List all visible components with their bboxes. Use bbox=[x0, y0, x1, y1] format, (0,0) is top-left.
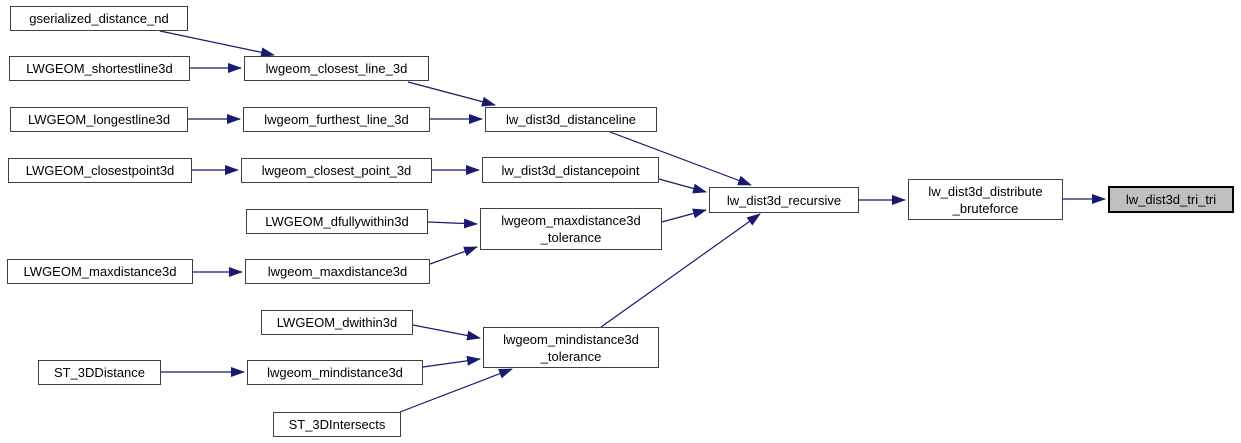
node-lwgeom-closest-line-3d[interactable]: lwgeom_closest_line_3d bbox=[244, 56, 429, 81]
node-lw-dist3d-tri-tri[interactable]: lw_dist3d_tri_tri bbox=[1108, 186, 1234, 213]
node-lwgeom-dfullywithin3d[interactable]: LWGEOM_dfullywithin3d bbox=[246, 209, 428, 234]
edge-lwgeom_mindistance3d-to-lwgeom_mindistance3d_tolerance bbox=[422, 355, 481, 368]
node-lw-dist3d-distancepoint[interactable]: lw_dist3d_distancepoint bbox=[482, 157, 659, 183]
edge-lwgeom_closest_line_3d-to-lw_dist3d_distanceline bbox=[407, 81, 496, 107]
node-lwgeom-dwithin3d[interactable]: LWGEOM_dwithin3d bbox=[261, 310, 413, 335]
edge-lw_dist3d_distanceline-to-lw_dist3d_recursive bbox=[609, 131, 752, 186]
node-lwgeom-mindistance3d[interactable]: lwgeom_mindistance3d bbox=[247, 360, 423, 385]
node-lwgeom-longestline3d[interactable]: LWGEOM_longestline3d bbox=[10, 107, 188, 132]
node-st-3ddistance[interactable]: ST_3DDistance bbox=[38, 360, 161, 385]
edge-lwgeom_maxdistance3d_tolerance-to-lw_dist3d_recursive bbox=[661, 208, 707, 223]
node-lw-dist3d-recursive[interactable]: lw_dist3d_recursive bbox=[709, 187, 859, 213]
node-lwgeom-shortestline3d[interactable]: LWGEOM_shortestline3d bbox=[9, 56, 190, 81]
node-lw-dist3d-distribute-bruteforce[interactable]: lw_dist3d_distribute _bruteforce bbox=[908, 179, 1063, 220]
node-st-3dintersects[interactable]: ST_3DIntersects bbox=[273, 412, 401, 437]
node-lwgeom-mindistance3d-tolerance[interactable]: lwgeom_mindistance3d _tolerance bbox=[483, 327, 659, 368]
edge-lw_dist3d_distancepoint-to-lw_dist3d_recursive bbox=[658, 178, 707, 194]
node-lwgeom-maxdistance3d[interactable]: lwgeom_maxdistance3d bbox=[245, 259, 430, 284]
edge-LWGEOM_dfullywithin3d-to-lwgeom_maxdistance3d_tolerance bbox=[427, 218, 478, 229]
node-lwgeom-closestpoint3d[interactable]: LWGEOM_closestpoint3d bbox=[8, 158, 192, 183]
edge-lwgeom_mindistance3d_tolerance-to-lw_dist3d_recursive bbox=[600, 213, 761, 328]
edge-lwgeom_maxdistance3d-to-lwgeom_maxdistance3d_tolerance bbox=[429, 246, 478, 265]
node-lw-dist3d-distanceline[interactable]: lw_dist3d_distanceline bbox=[485, 107, 657, 132]
edge-ST_3DIntersects-to-lwgeom_mindistance3d_tolerance bbox=[399, 368, 513, 413]
node-gserialized-distance-nd[interactable]: gserialized_distance_nd bbox=[10, 6, 188, 31]
node-lwgeom-maxdistance3d-tolerance[interactable]: lwgeom_maxdistance3d _tolerance bbox=[480, 208, 662, 250]
node-lwgeom-furthest-line-3d[interactable]: lwgeom_furthest_line_3d bbox=[243, 107, 430, 132]
node-lwgeom-closest-point-3d[interactable]: lwgeom_closest_point_3d bbox=[241, 158, 432, 183]
edge-gserialized_distance_nd-to-lwgeom_closest_line_3d bbox=[159, 30, 275, 58]
node-lwgeom-maxdistance3d-caller[interactable]: LWGEOM_maxdistance3d bbox=[7, 259, 193, 284]
edge-LWGEOM_dwithin3d-to-lwgeom_mindistance3d_tolerance bbox=[412, 324, 481, 341]
